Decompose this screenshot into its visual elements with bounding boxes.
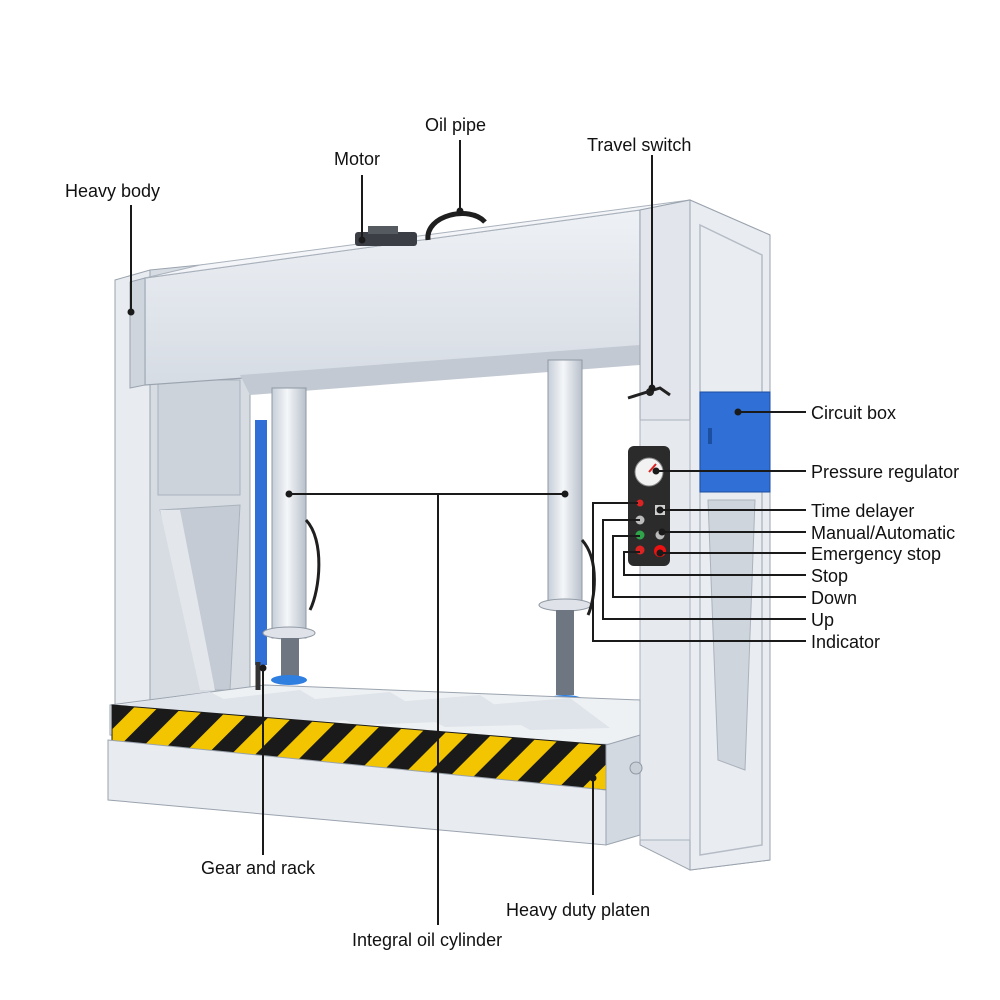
label-oil-pipe: Oil pipe (425, 115, 487, 135)
top-beam (129, 199, 691, 395)
control-panel (628, 446, 670, 566)
right-cylinder (538, 359, 596, 705)
label-pressure-regulator: Pressure regulator (811, 462, 960, 482)
label-manual-automatic: Manual/Automatic (811, 523, 956, 543)
label-indicator: Indicator (811, 632, 881, 652)
label-stop: Stop (811, 566, 849, 586)
motor (355, 226, 417, 246)
leader-lines (130, 140, 806, 925)
label-down: Down (811, 588, 858, 608)
leader-dots (127, 207, 742, 782)
left-cylinder (262, 387, 321, 685)
label-circuit-box: Circuit box (811, 403, 897, 423)
label-travel-switch: Travel switch (587, 135, 692, 155)
circuit-box (699, 391, 771, 493)
label-emergency-stop: Emergency stop (811, 544, 942, 564)
oil-pipe (425, 211, 487, 241)
label-heavy-body: Heavy body (65, 181, 161, 201)
label-gear-and-rack: Gear and rack (201, 858, 316, 878)
label-integral-oil-cylinder: Integral oil cylinder (352, 930, 503, 950)
label-heavy-duty-platen: Heavy duty platen (506, 900, 651, 920)
label-motor: Motor (334, 149, 381, 169)
label-time-delayer: Time delayer (811, 501, 915, 521)
label-up: Up (811, 610, 835, 630)
platen-base (107, 662, 643, 846)
